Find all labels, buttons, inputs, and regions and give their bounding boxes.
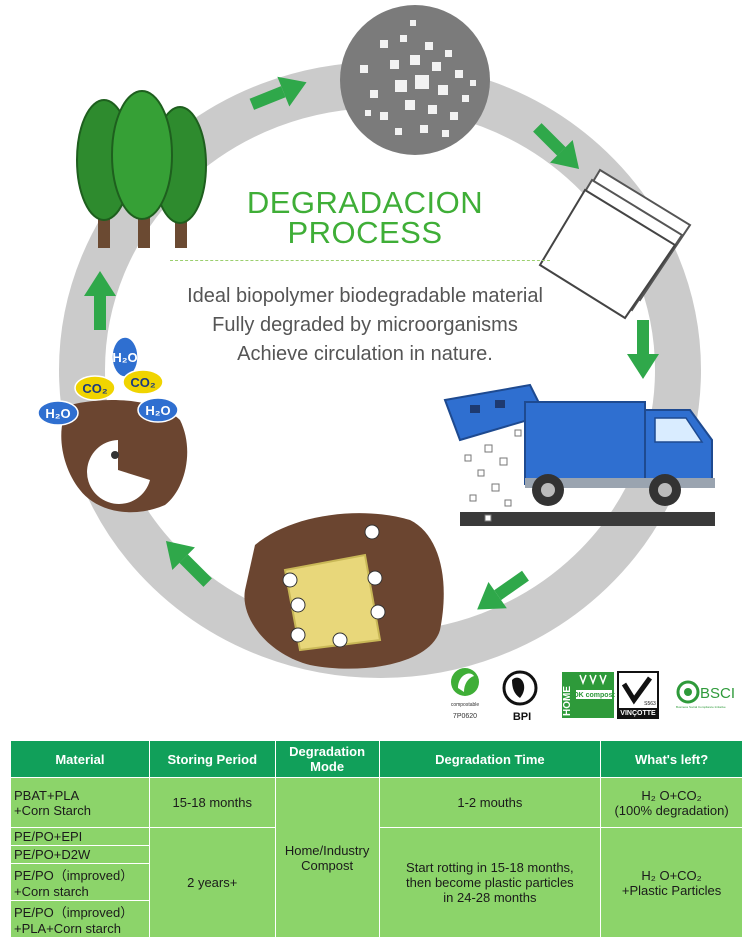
bsci-logo: BSCI Business Social Compliance Initiati… [676, 680, 735, 709]
table-row: PE/PO+D2W [10, 845, 743, 864]
bpi-logo: BPI [502, 670, 538, 723]
table-row: PE/PO（improved）+PLA+Corn starch [10, 900, 743, 938]
svg-text:HOME: HOME [562, 686, 573, 716]
table-row: PE/PO（improved）+Corn starch [10, 863, 743, 901]
compostable-logo: compostable 7P0620 [451, 668, 480, 720]
vincotte-logo: S563 VINÇOTTE [617, 671, 659, 719]
description-line: Achieve circulation in nature. [237, 343, 493, 365]
molecule-bubbles: H₂O CO₂ H₂O CO₂ H₂O [37, 336, 179, 426]
arrow-icon [627, 320, 659, 379]
table-row: PBAT+PLA+Corn Starch 15-18 months Home/I… [10, 777, 743, 938]
cycle-arrows [84, 76, 659, 610]
material-cell: PBAT+PLA+Corn Starch [10, 777, 150, 828]
film-sheets-icon [538, 168, 692, 320]
molecule-label: H₂O [112, 350, 137, 365]
svg-text:compostable: compostable [451, 702, 480, 708]
svg-text:OK compost: OK compost [573, 692, 615, 699]
whats-left-cell: H₂ O+CO₂(100% degradation) [600, 777, 743, 828]
arrow-icon [84, 271, 116, 330]
svg-text:BPI: BPI [513, 711, 531, 723]
trees-icon [76, 90, 207, 248]
svg-text:Business Social Compliance Ini: Business Social Compliance Initiative [676, 705, 726, 709]
svg-text:7P0620: 7P0620 [453, 713, 477, 720]
storing-period-cell: 2 years+ [148, 827, 276, 938]
svg-text:S563: S563 [644, 701, 656, 707]
ok-compost-home-logo: HOME OK compost [562, 672, 615, 718]
molecule-label: CO₂ [130, 375, 156, 390]
header-material: Material [10, 740, 150, 778]
material-cell: PE/PO+EPI [10, 827, 150, 846]
degradation-time-cell: Start rotting in 15-18 months,then becom… [378, 827, 602, 938]
description-line: Fully degraded by microorganisms [212, 314, 518, 336]
description-line: Ideal biopolymer biodegradable material [187, 285, 543, 307]
whats-left-cell: H₂ O+CO₂+Plastic Particles [600, 827, 743, 938]
material-cell: PE/PO（improved）+PLA+Corn starch [10, 900, 150, 938]
arrow-icon [477, 570, 529, 610]
header-degradation-time: Degradation Time [378, 740, 602, 778]
svg-text:BSCI: BSCI [700, 685, 735, 702]
garbage-truck-icon [443, 383, 715, 526]
table-header-row: Material Storing Period Degradation Mode… [10, 740, 743, 778]
molecule-label: CO₂ [82, 381, 108, 396]
title-divider [170, 260, 550, 261]
plastic-pellets-icon [340, 5, 490, 155]
diagram-title-line1: DEGRADACION [246, 185, 484, 220]
svg-text:VINÇOTTE: VINÇOTTE [620, 710, 656, 717]
material-cell: PE/PO+D2W [10, 845, 150, 864]
arrow-icon [249, 76, 307, 110]
arrow-icon [533, 123, 580, 170]
degradation-comparison-table: Material Storing Period Degradation Mode… [10, 740, 743, 938]
decomposition-soil-icon [61, 400, 188, 513]
molecule-label: H₂O [145, 403, 170, 418]
molecule-label: H₂O [45, 406, 70, 421]
header-storing-period: Storing Period [148, 740, 276, 778]
degradation-cycle-diagram: H₂O CO₂ H₂O CO₂ H₂O compostable 7P0620 [37, 5, 735, 723]
arrow-icon [165, 540, 212, 587]
degradation-time-cell: 1-2 mouths [378, 777, 602, 828]
soil-microorganisms-icon [244, 513, 444, 669]
diagram-title-line2: PROCESS [287, 215, 443, 250]
header-whats-left: What's left? [600, 740, 743, 778]
table-row: PE/PO+EPI 2 years+ Start rotting in 15-1… [10, 827, 743, 938]
storing-period-cell: 15-18 months [148, 777, 276, 828]
certification-logos: compostable 7P0620 BPI HOME OK compost S… [451, 668, 735, 723]
header-degradation-mode: Degradation Mode [274, 740, 380, 778]
material-cell: PE/PO（improved）+Corn starch [10, 863, 150, 901]
